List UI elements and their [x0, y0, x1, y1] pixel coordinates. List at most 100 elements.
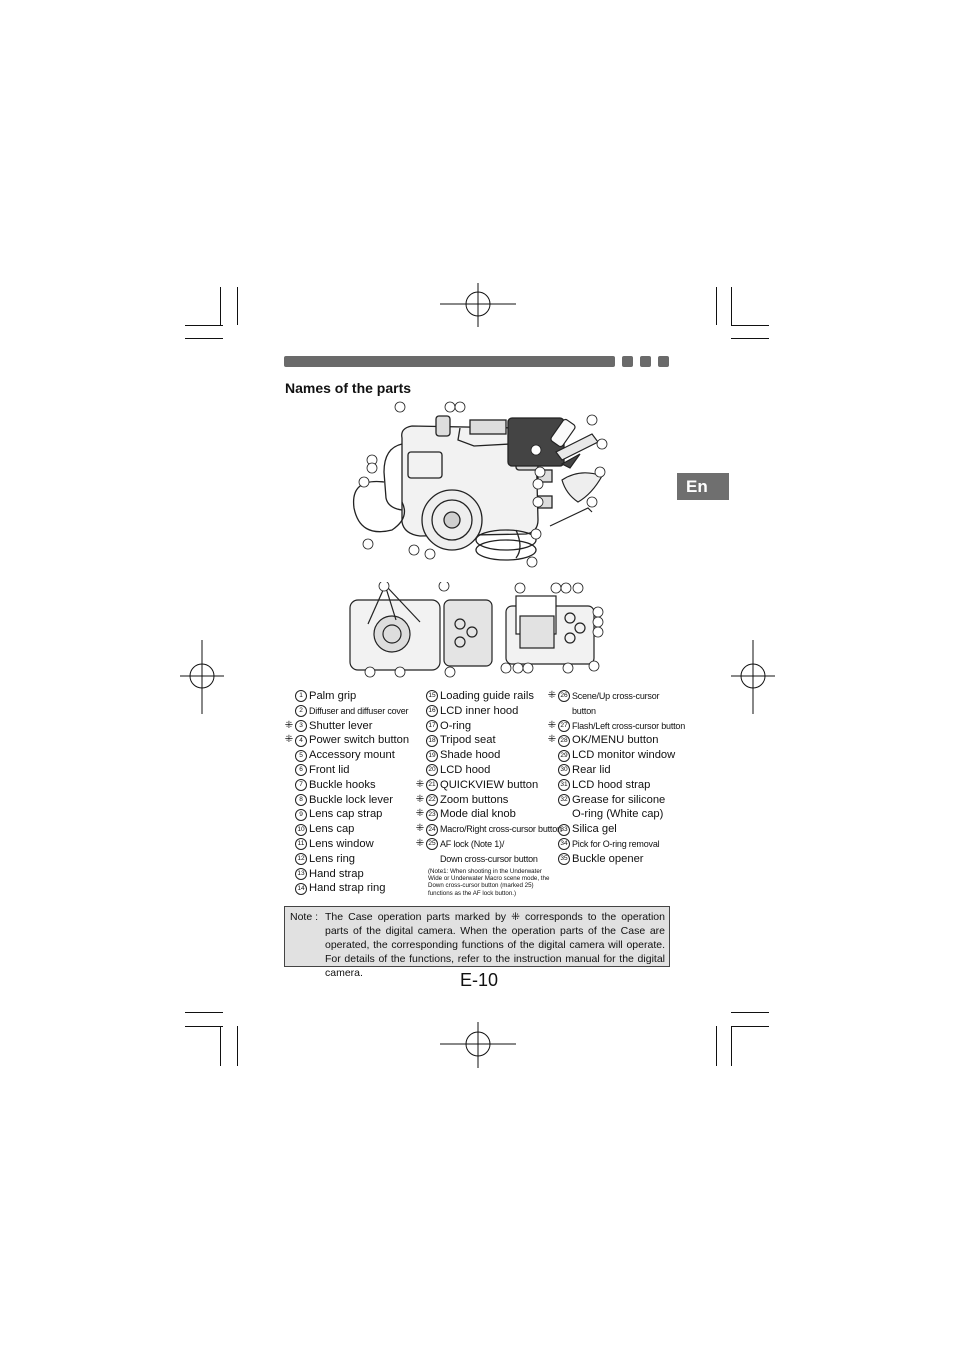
crop-mark [237, 287, 238, 325]
crop-mark [731, 338, 769, 339]
part-number: 11 [295, 838, 307, 851]
part-label: Zoom buttons [440, 793, 509, 806]
part-label: Grease for silicone [572, 793, 666, 806]
note-label: Note : [290, 911, 319, 923]
operation-mark: ⁜ [547, 690, 557, 701]
part-label: Front lid [309, 763, 350, 776]
crop-mark [185, 1012, 223, 1013]
part-label: OK/MENU button [572, 734, 659, 747]
header-bar [284, 356, 615, 367]
operation-mark: ⁜ [284, 719, 294, 731]
registration-mark [180, 640, 224, 714]
part-number: 25 [426, 838, 438, 851]
part-label: LCD inner hood [440, 704, 519, 717]
part-label-continued: O-ring (White cap) [572, 808, 664, 821]
part-number: 26 [558, 690, 570, 703]
part-label: Loading guide rails [440, 690, 534, 702]
operation-mark: ⁜ [415, 778, 425, 790]
part-number: 13 [295, 867, 307, 880]
operation-mark: ⁜ [547, 719, 557, 731]
part-number: 6 [295, 764, 307, 777]
crop-mark [731, 1026, 769, 1027]
part-label: Lens window [309, 837, 374, 850]
part-label: Pick for O-ring removal [572, 838, 660, 849]
operation-mark: ⁜ [415, 837, 425, 849]
part-label: LCD hood [440, 763, 491, 776]
part-label: Buckle lock lever [309, 793, 393, 806]
part-label: Lens cap strap [309, 808, 383, 821]
part-label: Flash/Left cross-cursor button [572, 720, 686, 731]
part-label: QUICKVIEW button [440, 778, 539, 791]
footnote: (Note1: When shooting in the Underwater … [428, 867, 550, 897]
part-label: Silica gel [572, 823, 617, 836]
part-label: Buckle opener [572, 852, 644, 865]
crop-mark [220, 287, 221, 325]
part-number: 32 [558, 793, 570, 806]
part-label-continued: Down cross-cursor button [440, 853, 538, 864]
part-number: 14 [295, 882, 307, 895]
part-label: Lens ring [309, 852, 356, 865]
part-label: Palm grip [309, 690, 357, 702]
part-number: 19 [426, 749, 438, 762]
part-number: 18 [426, 734, 438, 747]
part-number: 8 [295, 793, 307, 806]
crop-mark [185, 325, 223, 326]
header-square [622, 356, 633, 367]
part-label: Macro/Right cross-cursor button [440, 824, 562, 835]
crop-mark [731, 287, 732, 325]
camera-case-rear-diagram [500, 582, 604, 674]
part-number: 29 [558, 749, 570, 762]
part-number: 7 [295, 779, 307, 792]
language-tab: En [677, 473, 729, 500]
part-number: 17 [426, 719, 438, 732]
part-number: 31 [558, 779, 570, 792]
part-label: Tripod seat [440, 734, 496, 747]
part-label: Hand strap ring [309, 882, 386, 895]
note-box: Note : The Case operation parts marked b… [284, 906, 670, 979]
crop-mark [731, 1026, 732, 1066]
part-label: Rear lid [572, 763, 611, 776]
part-number: 15 [426, 690, 438, 703]
camera-case-interior-diagram [349, 582, 493, 678]
part-number: 21 [426, 779, 438, 792]
operation-mark: ⁜ [547, 734, 557, 746]
part-label: AF lock (Note 1)/ [440, 838, 505, 849]
registration-mark [440, 283, 516, 327]
part-number: 2 [295, 705, 307, 718]
part-number: 33 [558, 823, 570, 836]
header-square [640, 356, 651, 367]
crop-mark [237, 1026, 238, 1066]
part-label: Diffuser and diffuser cover [309, 705, 409, 716]
part-number: 22 [426, 793, 438, 806]
crop-mark [731, 325, 769, 326]
part-number: 20 [426, 764, 438, 777]
operation-mark: ⁜ [415, 823, 425, 835]
part-label: LCD monitor window [572, 749, 676, 762]
part-label: Scene/Up cross-cursor [572, 691, 660, 701]
crop-mark [220, 1026, 221, 1066]
